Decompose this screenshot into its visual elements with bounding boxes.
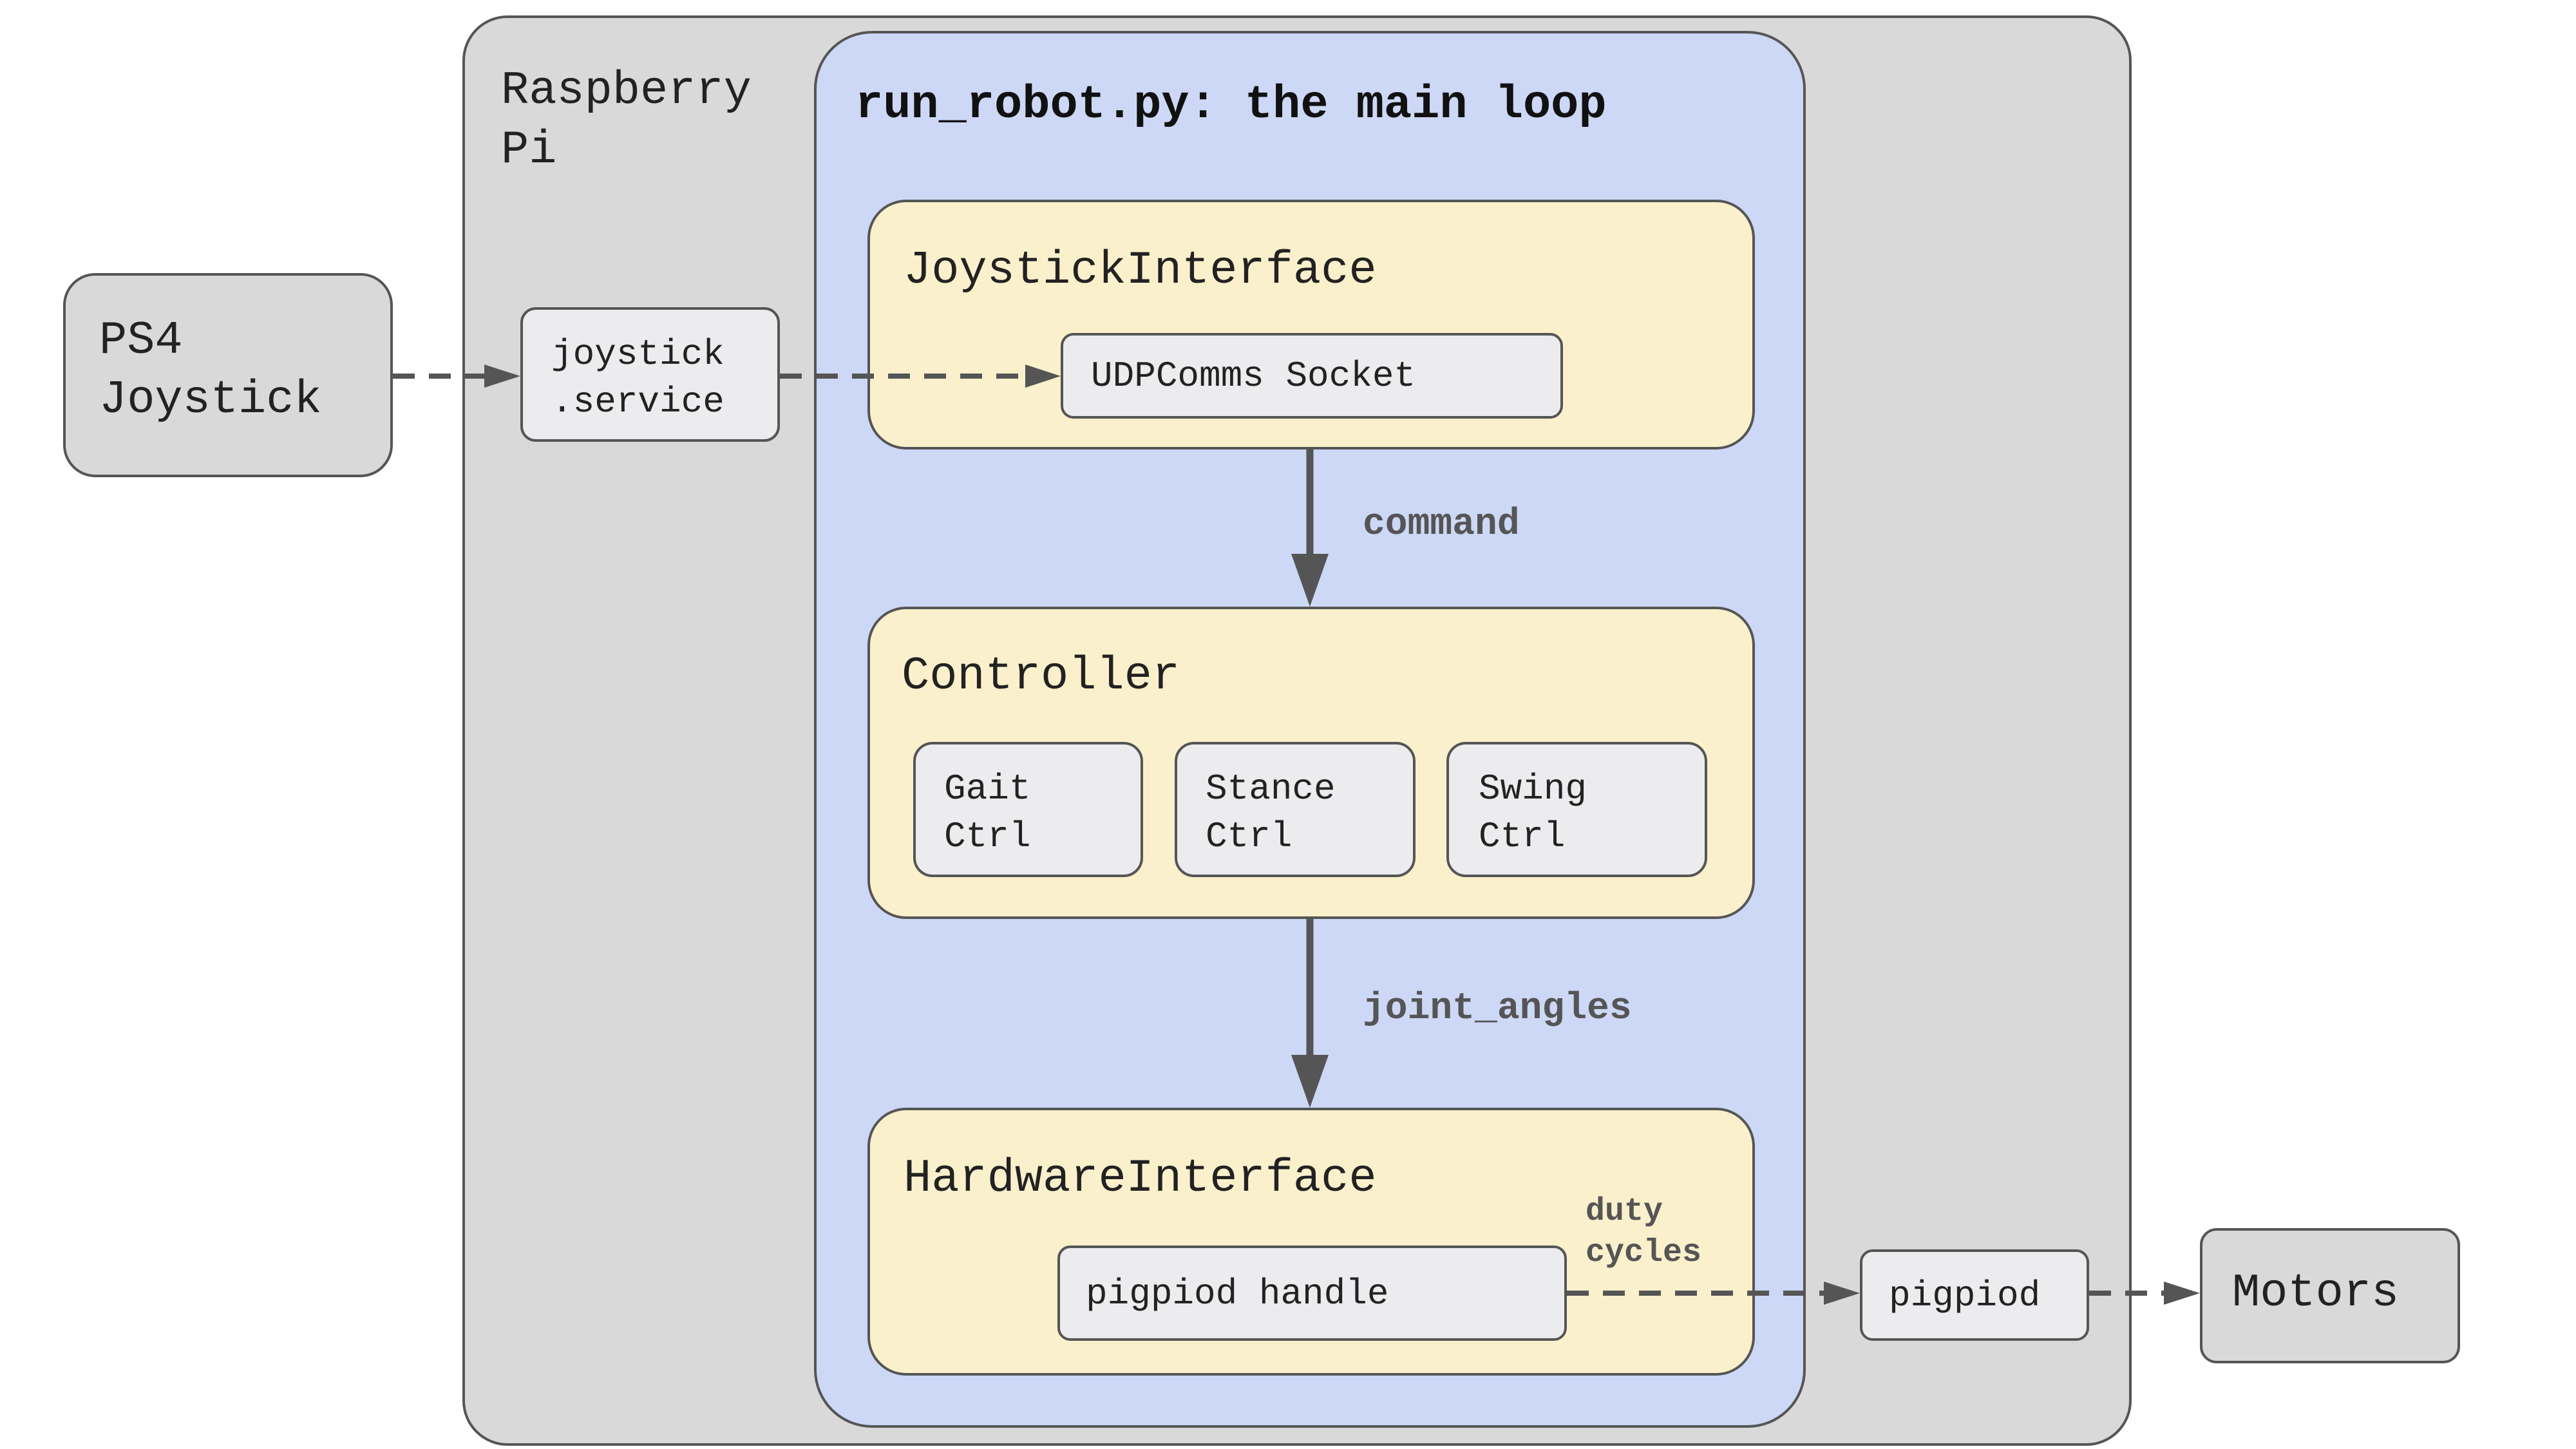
ps4-joystick-label: PS4 Joystick (99, 314, 322, 426)
joystick-interface-label: JoystickInterface (904, 244, 1377, 297)
pigpiod-label: pigpiod (1889, 1275, 2041, 1316)
controller-label: Controller (902, 650, 1180, 703)
handle-to-pigpiod-head (1824, 1282, 1860, 1305)
gait-ctrl-label: Gait Ctrl (944, 768, 1031, 857)
joystick-service-label: joystick .service (551, 334, 724, 422)
ps4-joystick-box (63, 273, 393, 477)
service-to-udp-head (1025, 365, 1061, 388)
motors-box (2200, 1228, 2460, 1363)
ps4-to-service-head (484, 365, 520, 388)
pigpiod-handle-box (1057, 1245, 1567, 1341)
udp-socket-label: UDPComms Socket (1091, 355, 1416, 397)
motors-label: Motors (2232, 1267, 2400, 1320)
joint-angles-arrow-head (1291, 1055, 1329, 1108)
pigpiod-box (1860, 1249, 2089, 1341)
stance-ctrl-label: Stance Ctrl (1206, 768, 1336, 857)
gait-ctrl-box (913, 742, 1143, 877)
command-edge-label: command (1363, 504, 1520, 545)
joint-angles-edge-label: joint_angles (1363, 988, 1632, 1030)
stance-ctrl-box (1175, 742, 1416, 877)
pigpiod-handle-label: pigpiod handle (1086, 1273, 1389, 1314)
main-loop-title: run_robot.py: the main loop (855, 79, 1607, 131)
udp-socket-box (1061, 333, 1563, 419)
hardware-interface-label: HardwareInterface (904, 1152, 1377, 1205)
swing-ctrl-label: Swing Ctrl (1479, 768, 1587, 857)
joystick-service-box (520, 307, 780, 442)
raspberry-pi-label: Raspberry Pi (501, 64, 752, 176)
duty-cycles-edge-label: duty cycles (1586, 1193, 1702, 1271)
command-arrow-head (1291, 554, 1329, 607)
swing-ctrl-box (1446, 742, 1707, 877)
pigpiod-to-motors-head (2164, 1282, 2200, 1305)
